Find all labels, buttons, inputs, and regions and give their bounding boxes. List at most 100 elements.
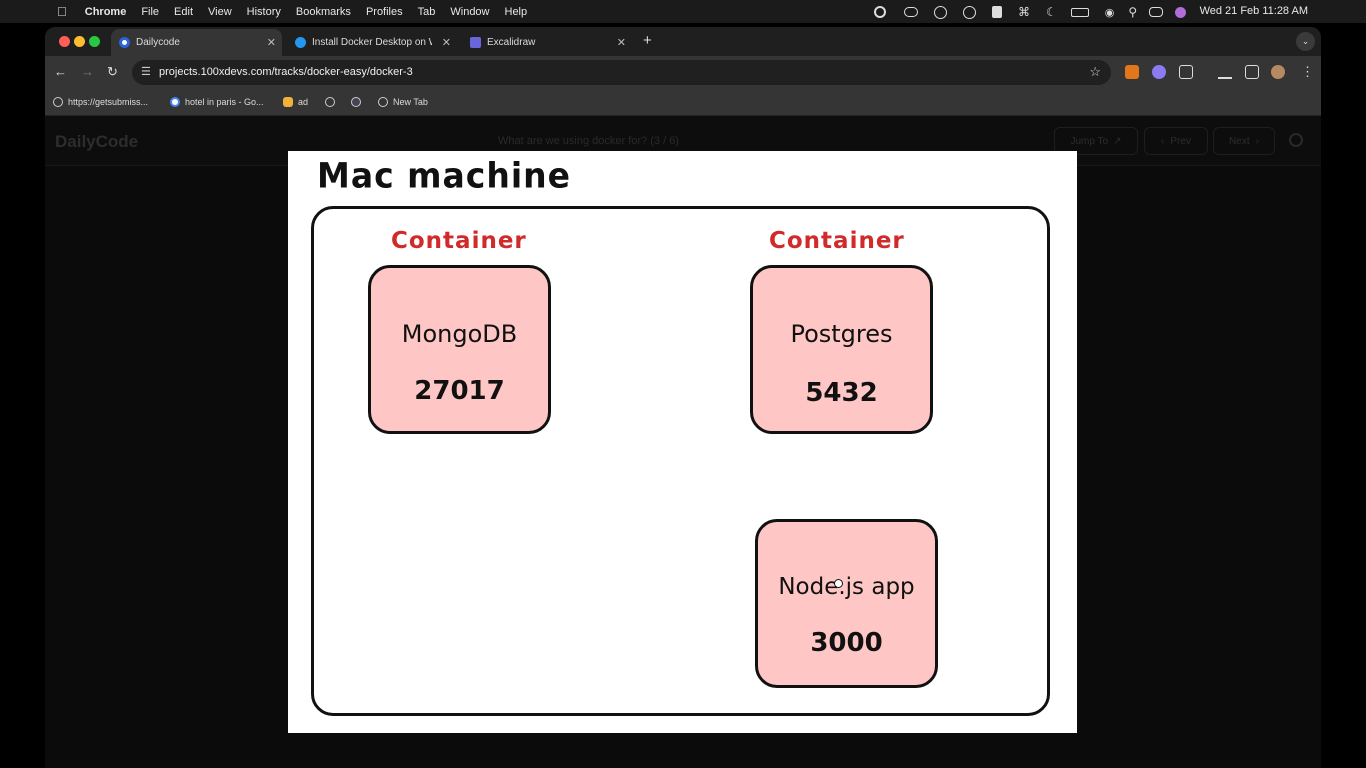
- bookmark-label: hotel in paris - Go...: [185, 97, 264, 107]
- bookmark-label: New Tab: [393, 97, 428, 107]
- wifi-icon[interactable]: ◉: [1104, 6, 1115, 19]
- side-panel-icon[interactable]: [1245, 65, 1259, 79]
- lock-status-icon[interactable]: [992, 6, 1002, 18]
- jump-to-button[interactable]: Jump To ↗: [1054, 127, 1138, 155]
- menu-view[interactable]: View: [198, 5, 232, 18]
- chevron-right-icon: ›: [1255, 135, 1259, 147]
- more-menu-icon[interactable]: ⋮: [1301, 64, 1314, 79]
- container-port: 27017: [414, 376, 505, 406]
- forward-arrow-icon[interactable]: →: [81, 64, 94, 79]
- mongodb-container-box: MongoDB 27017: [368, 265, 551, 434]
- container-label: Container: [391, 228, 527, 254]
- record-icon[interactable]: [874, 6, 886, 18]
- battery-icon[interactable]: [1070, 7, 1089, 17]
- chevron-left-icon: ‹: [1161, 135, 1165, 147]
- nodejs-app-box: Node.js app 3000: [755, 519, 938, 688]
- extension-purple-icon[interactable]: [1152, 65, 1166, 79]
- menu-tab[interactable]: Tab: [407, 5, 436, 18]
- slide-image: Mac machine Container Container MongoDB …: [288, 151, 1077, 733]
- macos-menubar:  Chrome File Edit View History Bookmark…: [0, 0, 1366, 23]
- siri-icon[interactable]: [1175, 6, 1187, 18]
- tab-strip: Dailycode ✕ Install Docker Desktop on Wi…: [45, 27, 1321, 56]
- tab-title: Install Docker Desktop on Wi: [312, 37, 432, 48]
- excalidraw-favicon-icon: [470, 37, 481, 48]
- menu-edit[interactable]: Edit: [164, 5, 193, 18]
- bookmark-item[interactable]: ad: [283, 97, 308, 107]
- extension-status-icon[interactable]: [963, 5, 976, 19]
- bookmark-star-icon[interactable]: ☆: [1089, 64, 1101, 79]
- spotify-icon[interactable]: [934, 5, 947, 19]
- close-window-button[interactable]: [59, 36, 70, 47]
- arrow-up-right-icon: ↗: [1113, 135, 1122, 147]
- close-tab-icon[interactable]: ✕: [616, 37, 626, 49]
- metamask-icon[interactable]: [1125, 65, 1139, 79]
- download-icon[interactable]: [1218, 65, 1232, 79]
- bookmark-item[interactable]: New Tab: [378, 97, 428, 107]
- bookmark-item[interactable]: [351, 97, 366, 107]
- tab-search-chevron-icon[interactable]: ⌄: [1296, 32, 1315, 51]
- globe-icon: [325, 97, 335, 107]
- tab-install-docker[interactable]: Install Docker Desktop on Wi ✕: [287, 29, 457, 56]
- mac-machine-frame: [311, 206, 1050, 716]
- bookmark-item[interactable]: https://getsubmiss...: [53, 97, 148, 107]
- container-port: 5432: [805, 378, 878, 408]
- apple-icon[interactable]: : [57, 4, 67, 19]
- maximize-window-button[interactable]: [89, 36, 100, 47]
- container-label: Container: [769, 228, 905, 254]
- postgres-container-box: Postgres 5432: [750, 265, 933, 434]
- menu-window[interactable]: Window: [440, 5, 489, 18]
- extensions-puzzle-icon[interactable]: [1179, 65, 1193, 79]
- globe-icon: [378, 97, 388, 107]
- control-center-icon[interactable]: [1149, 7, 1164, 17]
- menu-profiles[interactable]: Profiles: [356, 5, 403, 18]
- tab-dailycode[interactable]: Dailycode ✕: [111, 29, 282, 56]
- url-text[interactable]: projects.100xdevs.com/tracks/docker-easy…: [159, 66, 413, 78]
- tab-title: Excalidraw: [487, 37, 536, 48]
- bookmark-label: ad: [298, 97, 309, 107]
- menu-app-name[interactable]: Chrome: [75, 5, 127, 18]
- docker-favicon-icon: [295, 37, 306, 48]
- new-tab-button[interactable]: +: [643, 32, 652, 49]
- back-arrow-icon[interactable]: ←: [54, 64, 67, 79]
- jump-to-label: Jump To: [1070, 135, 1109, 147]
- close-tab-icon[interactable]: ✕: [266, 37, 276, 49]
- bookmark-item[interactable]: hotel in paris - Go...: [170, 97, 264, 107]
- slide-title: Mac machine: [317, 155, 572, 196]
- next-button[interactable]: Next ›: [1213, 127, 1275, 155]
- prev-button[interactable]: ‹ Prev: [1144, 127, 1208, 155]
- site-brand[interactable]: DailyCode: [55, 132, 139, 151]
- clock[interactable]: Wed 21 Feb 11:28 AM: [1199, 5, 1308, 17]
- prev-label: Prev: [1170, 135, 1191, 147]
- site-info-icon[interactable]: ☰: [141, 66, 151, 78]
- search-icon[interactable]: ⚲: [1128, 5, 1138, 19]
- bookmark-item[interactable]: [325, 97, 340, 107]
- menu-help[interactable]: Help: [494, 5, 528, 18]
- dailycode-favicon-icon: [119, 37, 130, 48]
- close-tab-icon[interactable]: ✕: [441, 37, 451, 49]
- browser-toolbar: ← → ↻ ☰ projects.100xdevs.com/tracks/doc…: [45, 56, 1321, 90]
- menu-file[interactable]: File: [131, 5, 159, 18]
- lesson-title: What are we using docker for? (3 / 6): [498, 135, 679, 147]
- address-bar[interactable]: ☰ projects.100xdevs.com/tracks/docker-ea…: [132, 60, 1111, 85]
- menu-bookmarks[interactable]: Bookmarks: [286, 5, 351, 18]
- tab-excalidraw[interactable]: Excalidraw ✕: [462, 29, 632, 56]
- settings-icon: [351, 97, 361, 107]
- container-name: MongoDB: [401, 320, 518, 348]
- cloud-icon[interactable]: [904, 7, 918, 17]
- zoom-cursor-icon: [834, 579, 843, 588]
- container-name: Postgres: [790, 320, 893, 348]
- google-icon: [170, 97, 180, 107]
- profile-avatar[interactable]: [1271, 65, 1285, 79]
- minimize-window-button[interactable]: [74, 36, 85, 47]
- moon-icon[interactable]: ☾: [1046, 5, 1057, 19]
- next-label: Next: [1229, 135, 1250, 147]
- bookmarks-bar: https://getsubmiss... hotel in paris - G…: [45, 90, 1321, 116]
- reload-icon[interactable]: ↻: [107, 64, 118, 79]
- bookmark-label: https://getsubmiss...: [68, 97, 149, 107]
- command-icon[interactable]: ⌘: [1018, 5, 1030, 19]
- menu-history[interactable]: History: [236, 5, 281, 18]
- container-port: 3000: [810, 628, 883, 658]
- container-name: Node.js app: [778, 574, 915, 600]
- globe-icon: [53, 97, 63, 107]
- theme-toggle-icon[interactable]: [1289, 133, 1303, 147]
